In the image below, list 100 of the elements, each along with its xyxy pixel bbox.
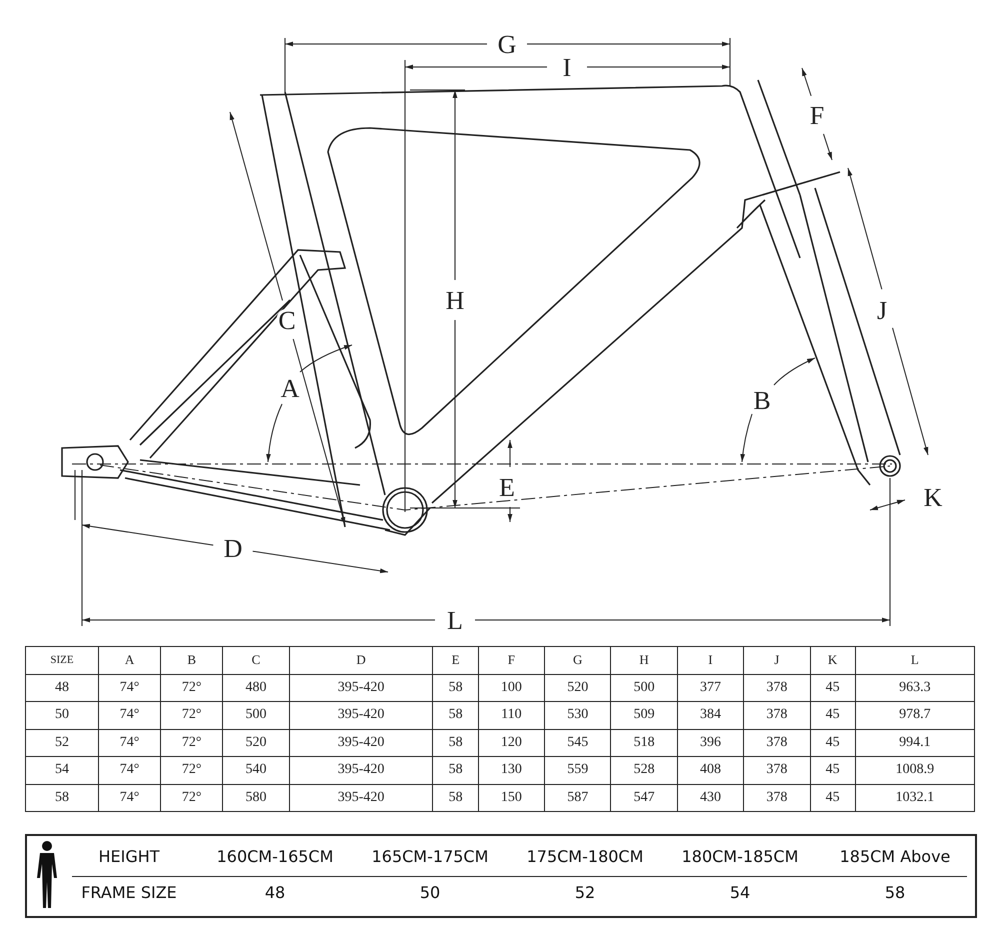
dimension-label: C (278, 306, 296, 335)
table-cell: 378 (744, 756, 810, 784)
column-header: D (289, 646, 433, 674)
frame-size-value: 58 (884, 883, 906, 902)
table-cell: 45 (810, 784, 856, 812)
table-cell: 72° (160, 756, 223, 784)
table-cell: 395-420 (289, 702, 433, 729)
table-cell: 395-420 (289, 784, 433, 812)
table-cell: 528 (610, 756, 678, 784)
table-cell: 994.1 (855, 729, 974, 756)
table-cell: 58 (432, 702, 478, 729)
table-cell: 58 (432, 674, 478, 702)
frame-size-value: 52 (574, 883, 596, 902)
table-cell: 547 (610, 784, 678, 812)
table-cell: 520 (544, 674, 611, 702)
table-cell: 130 (478, 756, 545, 784)
column-header: J (744, 646, 810, 674)
table-cell: 74° (98, 702, 161, 729)
table-cell: 384 (677, 702, 744, 729)
dimension-label: G (498, 30, 516, 59)
table-cell: 408 (677, 756, 744, 784)
table-cell: 395-420 (289, 674, 433, 702)
table-cell: 72° (160, 729, 223, 756)
column-header: H (610, 646, 678, 674)
table-cell: 520 (222, 729, 290, 756)
dimension-label: I (562, 53, 572, 82)
table-cell: 396 (677, 729, 744, 756)
height-range: 160CM-165CM (216, 847, 334, 866)
height-range: 185CM Above (840, 847, 950, 866)
table-cell: 72° (160, 702, 223, 729)
height-range: 165CM-175CM (372, 847, 488, 866)
row-header: HEIGHT (98, 847, 160, 866)
row-header: 58 (26, 784, 98, 812)
table-cell: 518 (610, 729, 678, 756)
table-cell: 480 (222, 674, 290, 702)
table-cell: 509 (610, 702, 678, 729)
table-cell: 100 (478, 674, 545, 702)
table-cell: 530 (544, 702, 611, 729)
table-cell: 74° (98, 729, 161, 756)
column-header: A (98, 646, 161, 674)
dimension-label: L (447, 606, 463, 635)
table-cell: 45 (810, 729, 856, 756)
table-cell: 378 (744, 674, 810, 702)
column-header: E (432, 646, 478, 674)
table-cell: 45 (810, 756, 856, 784)
column-header: B (160, 646, 223, 674)
table-cell: 587 (544, 784, 611, 812)
row-header: 52 (26, 729, 98, 756)
frame-size-value: 54 (730, 883, 750, 902)
row-header: 48 (26, 674, 98, 702)
table-cell: 74° (98, 784, 161, 812)
table-cell: 500 (610, 674, 678, 702)
height-range: 180CM-185CM (682, 847, 798, 866)
column-header: G (544, 646, 611, 674)
table-cell: 74° (98, 674, 161, 702)
table-cell: 45 (810, 674, 856, 702)
table-cell: 430 (677, 784, 744, 812)
table-cell: 150 (478, 784, 545, 812)
table-cell: 580 (222, 784, 290, 812)
column-header: C (222, 646, 290, 674)
table-cell: 377 (677, 674, 744, 702)
table-cell: 500 (222, 702, 290, 729)
dimension-label: F (810, 101, 824, 130)
column-header: L (855, 646, 974, 674)
dimension-label: A (280, 374, 300, 403)
row-header: 50 (26, 702, 98, 729)
table-cell: 72° (160, 674, 223, 702)
table-cell: 378 (744, 784, 810, 812)
table-cell: 378 (744, 702, 810, 729)
column-header: F (478, 646, 545, 674)
dimension-label: K (924, 483, 942, 512)
table-cell: 45 (810, 702, 856, 729)
dimension-label: E (499, 473, 515, 502)
frame-size-value: 50 (420, 883, 440, 902)
row-header: 54 (26, 756, 98, 784)
table-cell: 963.3 (855, 674, 974, 702)
table-cell: 58 (432, 784, 478, 812)
table-cell: 378 (744, 729, 810, 756)
table-cell: 74° (98, 756, 161, 784)
table-cell: 58 (432, 729, 478, 756)
column-header: K (810, 646, 856, 674)
table-cell: 395-420 (289, 756, 433, 784)
dimension-label: B (753, 386, 771, 415)
column-header: SIZE (26, 646, 98, 674)
table-cell: 120 (478, 729, 545, 756)
dimension-label: J (876, 296, 888, 325)
table-cell: 978.7 (855, 702, 974, 729)
table-cell: 559 (544, 756, 611, 784)
height-range: 175CM-180CM (526, 847, 644, 866)
row-header: FRAME SIZE (81, 883, 177, 902)
dimension-label: D (224, 534, 242, 563)
table-cell: 1032.1 (855, 784, 974, 812)
dimension-label: H (446, 286, 464, 315)
column-header: I (677, 646, 744, 674)
table-cell: 395-420 (289, 729, 433, 756)
table-cell: 72° (160, 784, 223, 812)
frame-size-value: 48 (264, 883, 286, 902)
table-cell: 110 (478, 702, 545, 729)
table-cell: 545 (544, 729, 611, 756)
table-cell: 58 (432, 756, 478, 784)
